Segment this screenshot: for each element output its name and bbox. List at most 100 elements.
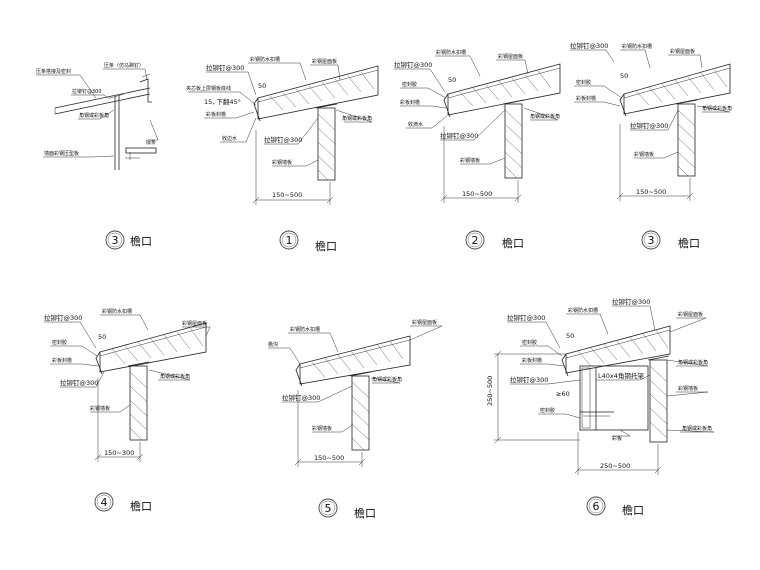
detail-3b-label-3: 50 <box>620 72 628 80</box>
detail-5-label-4: 角钢或彩板角 <box>372 376 402 383</box>
detail-4-dimension <box>94 378 144 462</box>
detail-4-label-2: 彩钢屋面板 <box>182 320 207 327</box>
detail-3b-caption: 檐口 <box>678 236 700 250</box>
detail-1-label-7: 拉铆钉@300 <box>264 135 302 144</box>
detail-3b-label-2: 彩钢屋面板 <box>670 48 695 55</box>
detail-5-label-6: 150~500 <box>314 454 344 462</box>
detail-1-dimension <box>252 130 334 205</box>
detail-1-wall <box>315 103 338 181</box>
detail-6-label-15: 250~500 <box>486 376 494 406</box>
detail-5-label-2: 檐沟 <box>268 341 278 348</box>
detail-1-caption: 檐口 <box>315 239 337 253</box>
detail-6-label-7: L40x4角钢托架 <box>598 371 644 380</box>
detail-2-label-10: 150~500 <box>462 190 492 198</box>
detail-5-wall <box>349 371 372 451</box>
detail-5-number: 5 <box>325 502 332 515</box>
detail-5-label-3: 拉铆钉@300 <box>282 393 320 402</box>
detail-2-label-6: 收滴水 <box>408 121 423 128</box>
detail-4: 拉铆钉@300 彩钢防水扣槽 彩钢屋面板 50 密封胶 彩板封檐 拉铆钉@300… <box>44 308 211 513</box>
detail-3a-clip <box>139 73 152 103</box>
detail-3a-leaders <box>36 68 159 158</box>
detail-3b-label-7: 角钢或彩板角 <box>702 105 732 112</box>
detail-3b-label-9: 150~500 <box>636 188 666 196</box>
detail-6-label-1: 拉铆钉@300 <box>612 297 650 306</box>
detail-3b-leaders <box>570 49 731 159</box>
detail-3a-number-badge: 3 <box>105 230 125 250</box>
detail-3b-label-4: 密封胶 <box>576 79 591 86</box>
detail-5-label-1: 彩钢屋面板 <box>412 319 437 326</box>
detail-6-label-0: 拉铆钉@300 <box>507 313 545 322</box>
detail-3a-label-2: 拉铆钉@300 <box>72 88 102 95</box>
detail-6-dimension <box>494 350 662 475</box>
detail-6-label-10: ≥60 <box>556 390 570 398</box>
detail-5-leaders <box>268 325 443 433</box>
detail-6-label-11: 彩钢墙板 <box>678 385 698 392</box>
detail-5-dimension <box>294 390 366 467</box>
detail-2-number: 2 <box>472 234 479 247</box>
detail-6: 拉铆钉@300 拉铆钉@300 彩钢防水扣槽 彩钢屋面板 50 密封胶 彩板封檐… <box>486 297 715 517</box>
detail-6-label-4: 50 <box>566 332 574 340</box>
detail-3b-label-8: 彩钢墙板 <box>634 151 654 158</box>
detail-6-label-2: 彩钢防水扣槽 <box>568 307 598 314</box>
detail-5-roof-panel <box>295 335 411 387</box>
detail-2: 彩钢防水扣槽 彩钢屋面板 拉铆钉@300 50 密封胶 彩板封檐 收滴水 拉铆钉… <box>394 49 561 250</box>
detail-1-label-6: 彩板封檐 <box>206 111 226 118</box>
detail-3a-label-3: 角钢或彩板角 <box>79 112 109 119</box>
detail-1-label-4: 夹芯板上层钢板底线 <box>186 85 231 92</box>
detail-3a-label-1: 压条搭接及密封 <box>36 68 71 75</box>
detail-6-label-13: 彩板 <box>612 435 622 442</box>
detail-4-label-1: 彩钢防水扣槽 <box>102 308 132 315</box>
detail-1-label-9: 收边水 <box>222 135 237 142</box>
detail-6-label-14: 角钢或彩板角 <box>682 425 712 432</box>
detail-5: 彩钢防水扣槽 彩钢屋面板 檐沟 拉铆钉@300 角钢或彩板角 彩钢墙板 150~… <box>268 319 443 520</box>
detail-4-caption: 檐口 <box>130 499 152 513</box>
detail-1-label-10: 彩钢墙板 <box>272 159 292 166</box>
detail-1-number-badge: 1 <box>279 230 299 250</box>
detail-3b-label-6: 拉铆钉@300 <box>630 121 668 130</box>
detail-3a-number: 3 <box>112 234 119 247</box>
detail-3b-label-5: 彩板封檐 <box>576 95 596 102</box>
detail-1-roof-panel <box>253 65 379 122</box>
detail-3a: 压条（仿马蹄钉） 压条搭接及密封 拉铆钉@300 角钢或彩板角 檩条 墙面彩钢压… <box>36 62 159 250</box>
detail-2-leaders <box>394 55 559 165</box>
detail-5-label-5: 彩钢墙板 <box>312 425 332 432</box>
detail-2-label-9: 彩钢墙板 <box>460 157 480 164</box>
detail-6-label-3: 彩钢屋面板 <box>678 311 703 318</box>
detail-4-number-badge: 4 <box>94 492 114 512</box>
detail-4-label-4: 密封胶 <box>52 339 67 346</box>
detail-6-roof-panel <box>561 325 671 377</box>
detail-1: 彩钢防水扣槽 彩钢屋面板 拉铆钉@300 50 夹芯板上层钢板底线 15, 下翻… <box>186 56 379 253</box>
detail-1-number: 1 <box>286 234 293 247</box>
detail-6-bracket-box <box>579 365 649 431</box>
detail-1-leaders <box>188 62 373 167</box>
detail-4-wall <box>127 361 150 441</box>
detail-3b-label-1: 彩钢防水扣槽 <box>622 43 652 50</box>
detail-6-caption: 檐口 <box>622 503 644 517</box>
detail-4-label-5: 彩板封檐 <box>52 357 72 364</box>
detail-2-label-3: 50 <box>448 76 456 84</box>
detail-6-label-5: 密封胶 <box>522 339 537 346</box>
detail-1-label-2: 拉铆钉@300 <box>206 63 244 72</box>
detail-4-label-9: 150~300 <box>104 449 134 457</box>
detail-1-label-3: 50 <box>258 82 266 90</box>
detail-2-label-7: 拉铆钉@300 <box>440 131 478 140</box>
detail-1-label-11: 150~500 <box>272 191 302 199</box>
detail-3a-roof-panel <box>54 87 151 115</box>
detail-6-number-badge: 6 <box>586 496 606 516</box>
detail-2-caption: 檐口 <box>502 236 524 250</box>
detail-4-number: 4 <box>101 496 108 509</box>
detail-3b-label-0: 拉铆钉@300 <box>570 41 608 50</box>
detail-4-label-3: 50 <box>98 333 106 341</box>
detail-6-label-9: 角钢或彩板角 <box>678 359 708 366</box>
detail-6-leaders <box>507 305 715 437</box>
detail-2-number-badge: 2 <box>465 230 485 250</box>
detail-1-label-5: 15, 下翻45° <box>204 97 241 106</box>
detail-3b: 拉铆钉@300 彩钢防水扣槽 彩钢屋面板 50 密封胶 彩板封檐 拉铆钉@300… <box>570 41 732 250</box>
detail-3b-number: 3 <box>648 234 655 247</box>
detail-2-roof-panel <box>443 63 561 118</box>
detail-4-label-0: 拉铆钉@300 <box>44 313 82 322</box>
detail-3a-post <box>109 93 157 170</box>
detail-6-label-12: 密封胶 <box>540 407 555 414</box>
detail-3a-label-4: 檩条 <box>146 139 156 146</box>
